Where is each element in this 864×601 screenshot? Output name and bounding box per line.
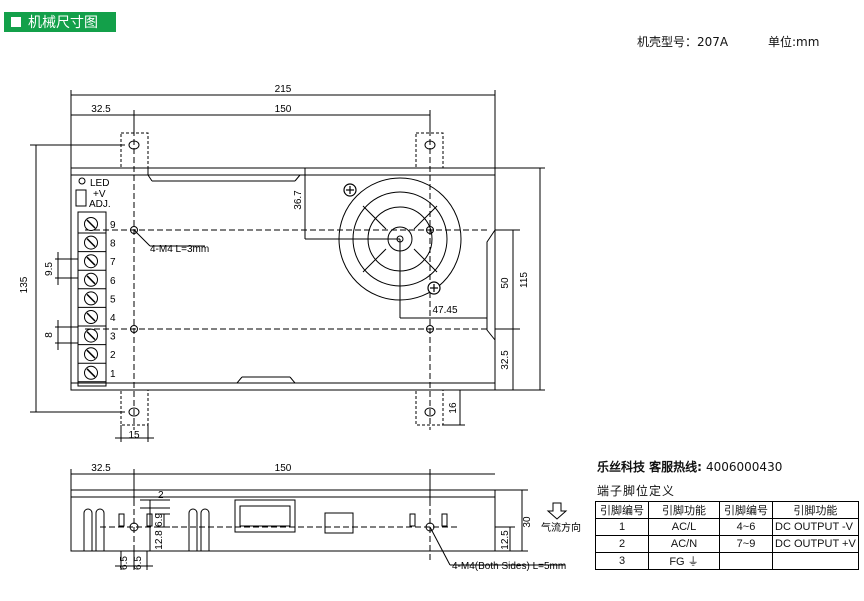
terminal-number: 9 — [110, 220, 116, 231]
top-screw-note: 4-M4 L=3mm — [150, 244, 209, 255]
side-dim-hole-height: 12.5 — [500, 530, 511, 550]
dim-tab-width: 15 — [128, 430, 140, 441]
terminal-number: 8 — [110, 239, 116, 250]
table-cell: 7~9 — [719, 535, 773, 553]
brand-phone: 4006000430 — [705, 460, 783, 474]
bullet-square-icon — [11, 17, 21, 27]
side-dim-left-offset: 32.5 — [91, 463, 111, 474]
side-dim-6-9: 6.9 — [154, 513, 165, 527]
terminal-number: 6 — [110, 276, 116, 287]
pin-table-title: 端子脚位定义 — [597, 484, 676, 498]
dim-left-offset: 32.5 — [91, 104, 111, 115]
case-outline-side — [70, 489, 496, 552]
brand-line: 乐丝科技 客服热线:4006000430 — [597, 458, 782, 475]
dim-hole-spacing: 150 — [275, 104, 292, 115]
airflow-label: 气流方向 — [541, 521, 581, 534]
side-dim-12-8: 12.8 — [154, 530, 165, 550]
table-cell: 4~6 — [719, 518, 773, 536]
table-cell: AC/N — [648, 535, 720, 553]
terminal-number: 7 — [110, 257, 116, 268]
table-cell — [719, 552, 773, 570]
table-row: 2 AC/N 7~9 DC OUTPUT +V — [595, 535, 859, 553]
side-dim-6-5a: 6.5 — [119, 556, 130, 570]
table-row: 1 AC/L 4~6 DC OUTPUT -V — [595, 518, 859, 536]
brand-name: 乐丝科技 客服热线: — [597, 460, 702, 474]
pin-definition-table: 引脚编号 引脚功能 引脚编号 引脚功能 1 AC/L 4~6 DC OUTPUT… — [595, 501, 859, 570]
header-cell: 引脚编号 — [719, 501, 773, 519]
table-cell: DC OUTPUT +V — [772, 535, 859, 553]
dim-right-height: 115 — [519, 272, 530, 288]
dim-bottom-offset: 32.5 — [500, 350, 511, 370]
side-screw-note: 4-M4(Both Sides) L=5mm — [452, 561, 566, 572]
section-title: 机械尺寸图 — [28, 15, 98, 31]
side-dim-2: 2 — [158, 490, 164, 501]
terminal-number: 5 — [110, 294, 116, 305]
terminal-number: 3 — [110, 332, 116, 343]
dim-fan-offset-v: 36.7 — [293, 190, 304, 210]
case-outline-top — [70, 167, 496, 391]
table-cell: 2 — [595, 535, 649, 553]
dim-fan-offset-h: 47.45 — [432, 305, 457, 316]
side-dim-height: 30 — [522, 516, 533, 528]
vent-window — [234, 499, 296, 533]
table-cell: DC OUTPUT -V — [772, 518, 859, 536]
adj-label: ADJ. — [89, 199, 111, 210]
terminal-number: 2 — [110, 350, 116, 361]
dim-height: 135 — [19, 276, 30, 293]
led-label: LED — [90, 178, 109, 189]
dim-overall-width: 215 — [275, 84, 292, 95]
terminal-block — [77, 211, 107, 387]
terminal-number: 4 — [110, 313, 116, 324]
mount-tab — [120, 389, 149, 426]
side-dim-6-5b: 6.5 — [133, 556, 144, 570]
section-title-bar: 机械尺寸图 — [4, 12, 116, 32]
side-dim-hole-spacing: 150 — [275, 463, 292, 474]
v-label: +V — [93, 189, 106, 200]
header-cell: 引脚编号 — [595, 501, 649, 519]
terminal-number: 1 — [110, 369, 116, 380]
table-cell: 1 — [595, 518, 649, 536]
table-cell — [772, 552, 859, 570]
mount-tab — [415, 389, 444, 426]
table-cell: 3 — [595, 552, 649, 570]
header-cell: 引脚功能 — [772, 501, 859, 519]
header-cell: 引脚功能 — [648, 501, 720, 519]
table-header-row: 引脚编号 引脚功能 引脚编号 引脚功能 — [595, 501, 859, 519]
table-row: 3 FG ⏚ — [595, 552, 859, 570]
case-model: 机壳型号：207A — [637, 35, 729, 49]
table-cell: FG ⏚ — [648, 552, 720, 570]
dim-bottom-tab: 16 — [448, 402, 459, 414]
unit-label: 单位:mm — [768, 35, 820, 49]
table-cell: AC/L — [648, 518, 720, 536]
dim-hole-v-spacing: 50 — [500, 277, 511, 289]
dim-pin-pitch: 9.5 — [44, 262, 55, 276]
dim-terminal-gap: 8 — [44, 332, 55, 338]
